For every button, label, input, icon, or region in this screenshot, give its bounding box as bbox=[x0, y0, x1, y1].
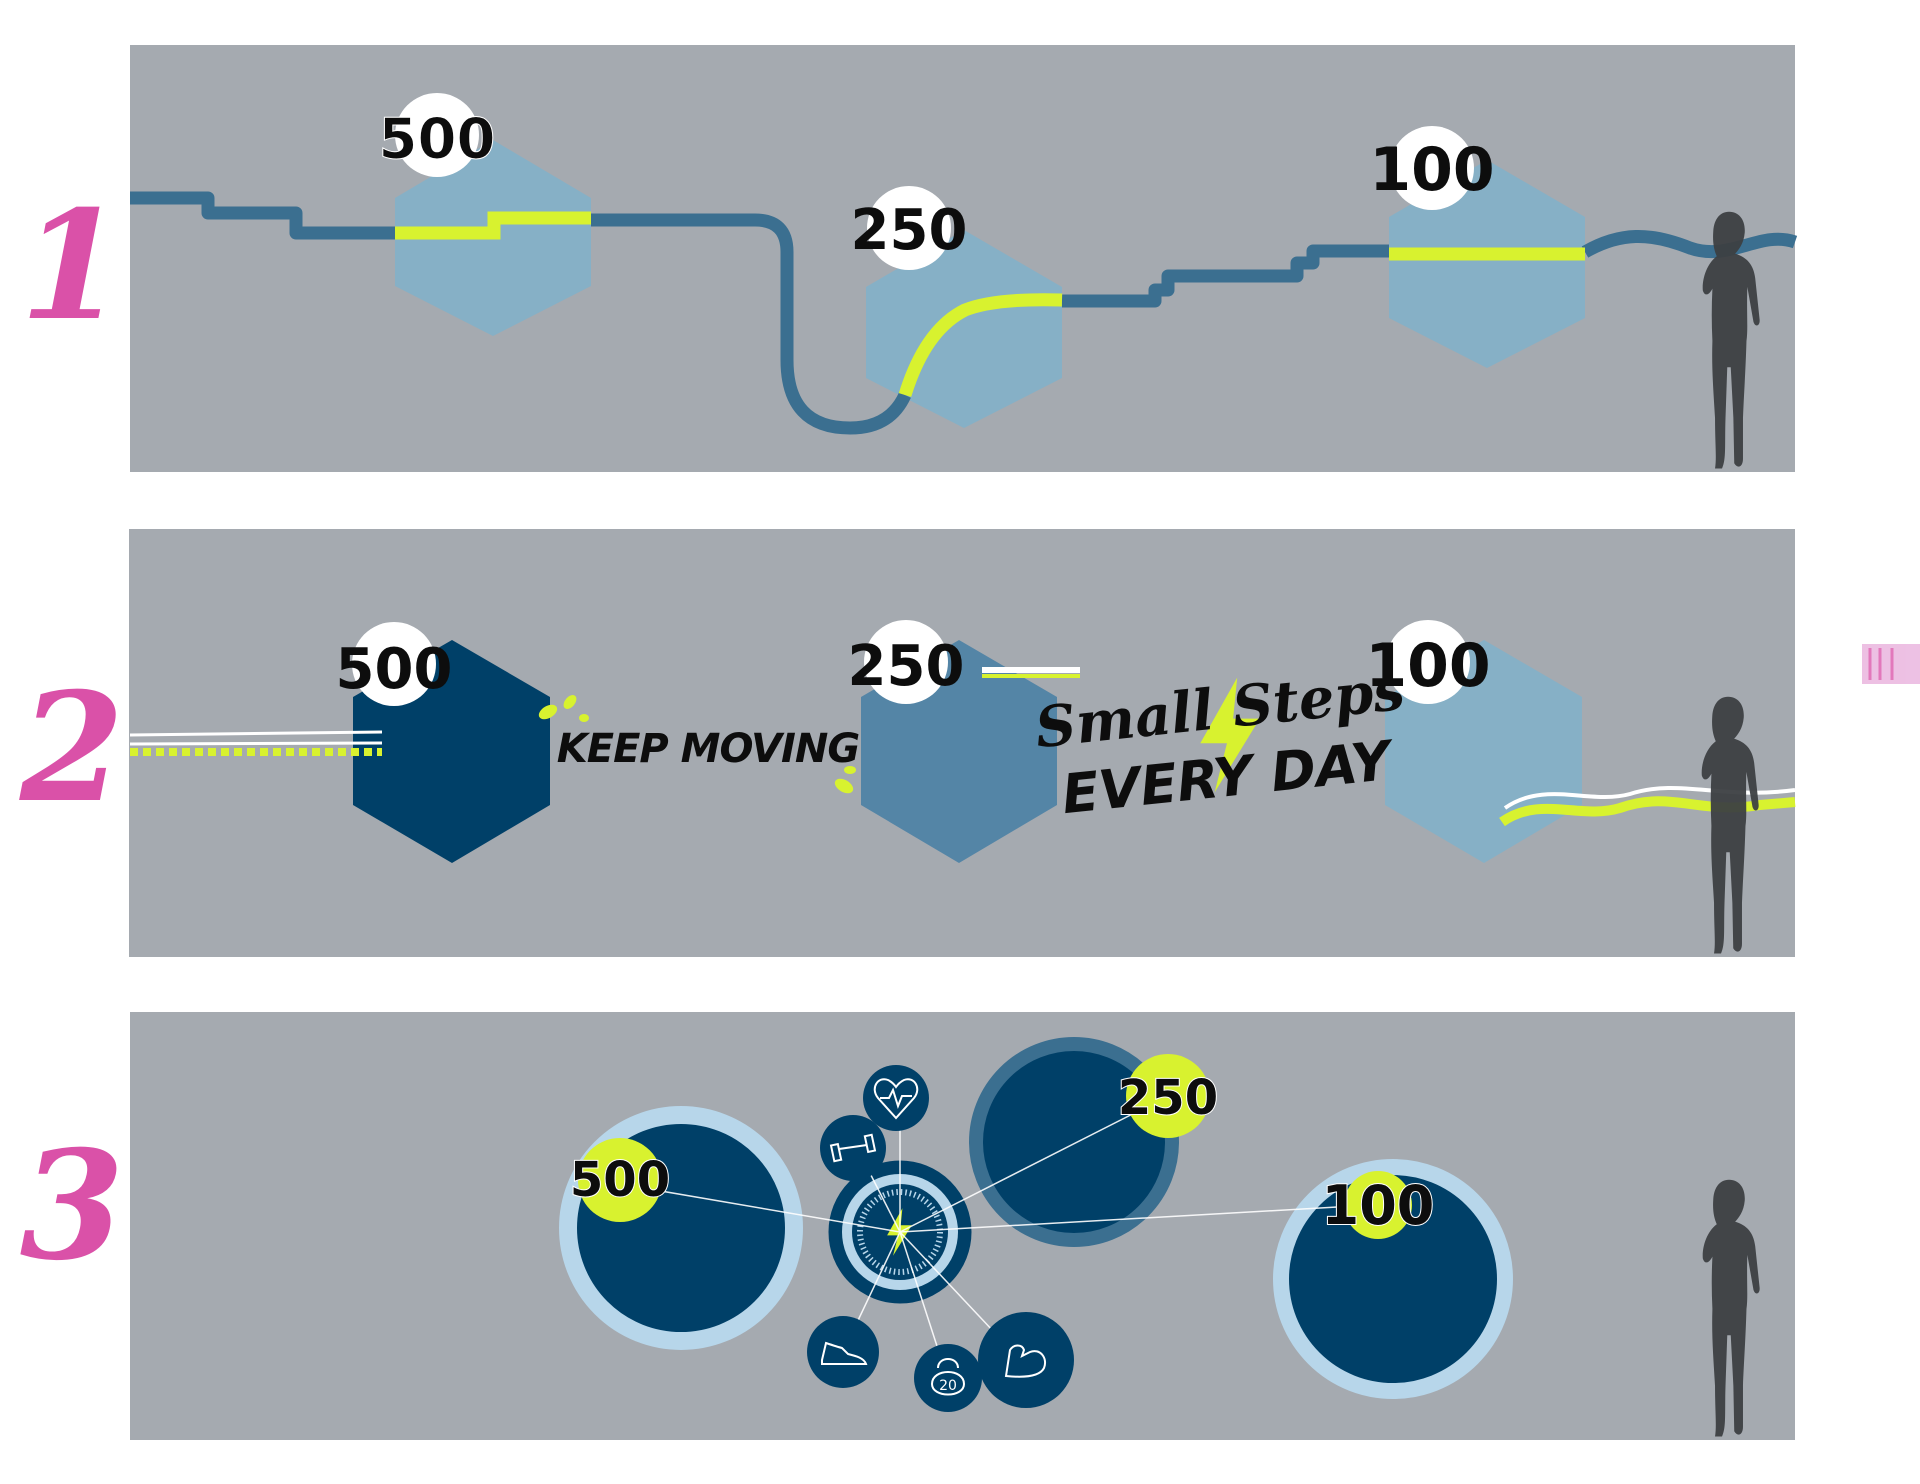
kettlebell-icon bbox=[930, 1358, 966, 1396]
milestone-250-label: 250 bbox=[848, 634, 965, 699]
option-number-3: 3 bbox=[20, 1118, 124, 1294]
speed-lines bbox=[129, 730, 383, 756]
badge-500-bg bbox=[395, 93, 479, 177]
milestone-100-label: 100 bbox=[1322, 1174, 1435, 1237]
milestone-500-label: 500 bbox=[570, 1152, 670, 1208]
hexagon-100 bbox=[1389, 160, 1585, 368]
lime-highlight-500 bbox=[395, 211, 591, 240]
option-1-group: 1 500 250 100 bbox=[20, 45, 1798, 472]
milestone-250-label: 250 bbox=[851, 198, 968, 263]
sneaker-badge bbox=[807, 1316, 879, 1388]
kettlebell-weight-label: 20 bbox=[939, 1378, 957, 1394]
splash-marks bbox=[538, 695, 856, 794]
badge-500-bg bbox=[352, 622, 436, 706]
kettlebell-badge: 20 bbox=[914, 1344, 982, 1412]
hub-tick-ring bbox=[857, 1189, 943, 1275]
heart-rate-icon bbox=[873, 1078, 919, 1120]
heart-rate-badge bbox=[863, 1065, 929, 1131]
badge-250-bg bbox=[867, 186, 951, 270]
option-number-2: 2 bbox=[19, 660, 124, 836]
sneaker-icon bbox=[821, 1341, 868, 1365]
badge-100-bg bbox=[1344, 1171, 1412, 1239]
milestone-250-label: 250 bbox=[1118, 1070, 1218, 1126]
milestone-500-label: 500 bbox=[336, 637, 453, 702]
dumbbell-icon bbox=[829, 1133, 877, 1163]
circle-250 bbox=[969, 1037, 1179, 1247]
lime-highlight-250 bbox=[898, 293, 1063, 397]
badge-250-bg bbox=[864, 620, 948, 704]
badge-250-bg bbox=[1126, 1054, 1210, 1138]
flexed-arm-icon bbox=[1004, 1344, 1046, 1378]
milestone-500-label: 500 bbox=[379, 107, 496, 172]
badge-500-bg bbox=[578, 1138, 662, 1222]
milestone-100-label: 100 bbox=[1365, 631, 1490, 701]
keep-moving-slogan: KEEP MOVING bbox=[557, 726, 860, 772]
option-3-group: 3 bbox=[20, 1012, 1795, 1440]
badge-100-bg bbox=[1386, 620, 1470, 704]
route-line-end bbox=[1581, 229, 1798, 259]
option-2-group: 2 KEEP MOVING Small S bbox=[19, 529, 1920, 957]
side-mark bbox=[1862, 644, 1920, 684]
badge-100-bg bbox=[1390, 126, 1474, 210]
white-dash-250 bbox=[982, 667, 1080, 678]
route-line bbox=[130, 191, 911, 435]
circle-100 bbox=[1273, 1159, 1513, 1399]
route-line-mid bbox=[1062, 244, 1389, 308]
milestone-100-label: 100 bbox=[1369, 135, 1494, 205]
flexed-arm-badge bbox=[978, 1312, 1074, 1408]
option-number-1: 1 bbox=[20, 178, 124, 354]
dumbbell-badge bbox=[820, 1115, 886, 1181]
